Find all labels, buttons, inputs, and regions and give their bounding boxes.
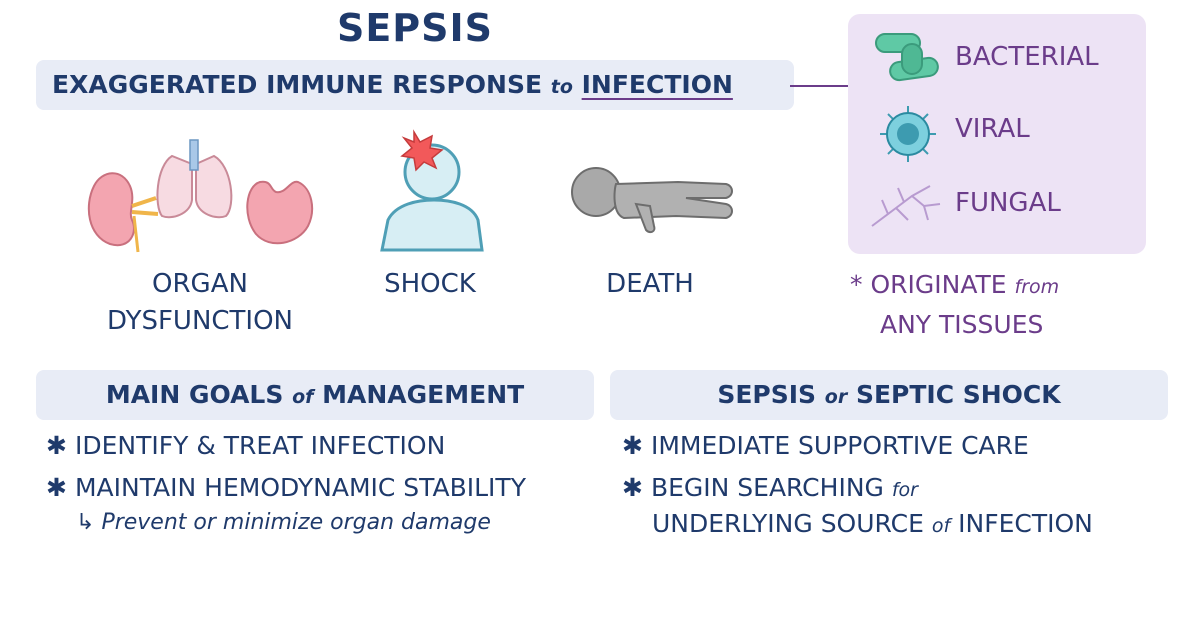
bullet-star: ✱ (46, 431, 67, 460)
fungal-label: FUNGAL (955, 188, 1061, 218)
management-title-part2: MANAGEMENT (322, 380, 525, 409)
management-title: MAIN GOALS of MANAGEMENT (36, 370, 594, 422)
virus-icon (878, 104, 938, 164)
origin-note-line2: ANY TISSUES (880, 310, 1044, 339)
definition-part1: EXAGGERATED IMMUNE RESPONSE (52, 70, 543, 99)
bacteria-icon (872, 30, 942, 86)
page-title: SEPSIS (336, 6, 494, 50)
death-label: DEATH (606, 269, 694, 299)
management-item: ✱MAINTAIN HEMODYNAMIC STABILITY (46, 473, 526, 502)
organ-dysfunction-label: ORGAN DYSFUNCTION (90, 266, 310, 340)
management-item: ✱IDENTIFY & TREAT INFECTION (46, 431, 446, 460)
viral-label: VIRAL (955, 114, 1030, 144)
origin-note-connector: from (1014, 276, 1060, 298)
origin-note: * ORIGINATE from ANY TISSUES (850, 266, 1059, 343)
septic-title-connector: or (824, 386, 848, 408)
definition-band (36, 60, 794, 110)
organ-dysfunction-line1: ORGAN (152, 269, 248, 299)
return-arrow-icon: ↳ (76, 510, 95, 535)
septic-item-continuation: UNDERLYING SOURCE of INFECTION (652, 509, 1093, 538)
septic-item: ✱BEGIN SEARCHING for (622, 473, 918, 502)
management-title-connector: of (292, 386, 314, 408)
septic-title-part1: SEPSIS (717, 380, 817, 409)
management-band (36, 370, 594, 420)
origin-note-line1: * ORIGINATE from (850, 266, 1059, 306)
septic-item: ✱IMMEDIATE SUPPORTIVE CARE (622, 431, 1029, 460)
definition-text: EXAGGERATED IMMUNE RESPONSE to INFECTION (52, 70, 733, 99)
definition-connector: to (550, 76, 573, 98)
septic-title-part2: SEPTIC SHOCK (855, 380, 1061, 409)
lying-figure-icon (566, 164, 736, 236)
bullet-star: ✱ (46, 473, 67, 502)
bullet-star: ✱ (622, 431, 643, 460)
definition-keyword: INFECTION (581, 70, 733, 99)
management-title-part1: MAIN GOALS (105, 380, 284, 409)
septic-shock-band (610, 370, 1168, 420)
origin-note-bullet: * (850, 270, 863, 299)
origin-note-part1: ORIGINATE (870, 270, 1007, 299)
shocked-person-icon (378, 128, 488, 253)
septic-shock-title: SEPSIS or SEPTIC SHOCK (610, 370, 1168, 422)
management-sub-item: ↳ Prevent or minimize organ damage (76, 510, 491, 535)
fungus-icon (868, 180, 948, 232)
organs-icon (80, 136, 320, 256)
bullet-star: ✱ (622, 473, 643, 502)
connector-line (790, 85, 850, 87)
shock-label: SHOCK (384, 269, 476, 299)
bacterial-label: BACTERIAL (955, 42, 1099, 72)
organ-dysfunction-line2: DYSFUNCTION (106, 306, 294, 336)
